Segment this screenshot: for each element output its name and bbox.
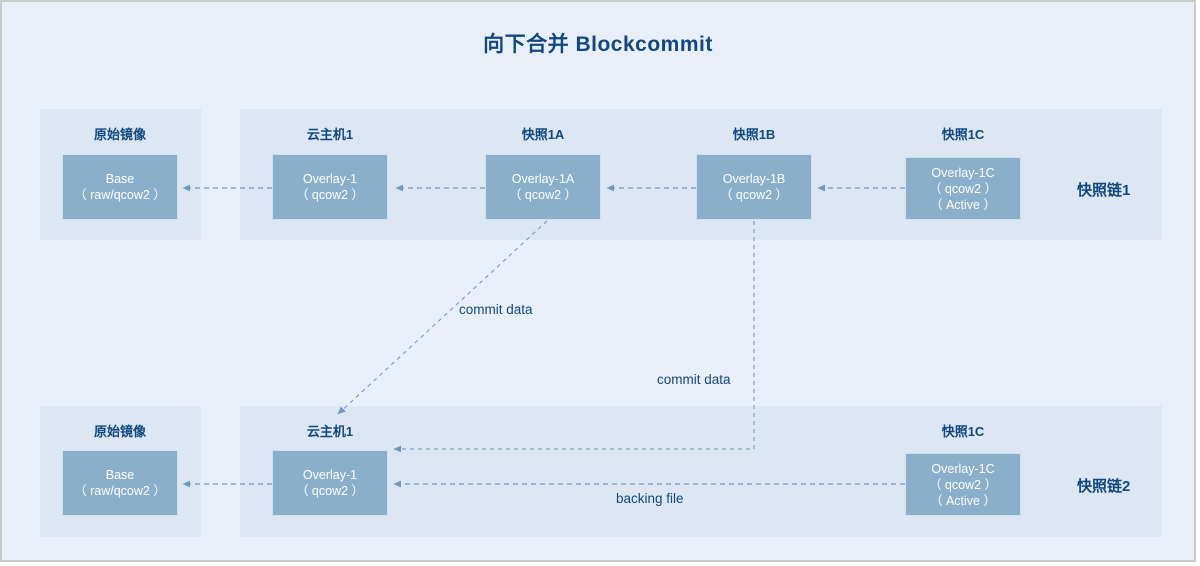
- node-chain1-overlay-1b: Overlay-1B （ qcow2 ）: [696, 154, 812, 220]
- node-line: （ Active ）: [930, 493, 996, 508]
- node-line: （ qcow2 ）: [295, 484, 365, 498]
- page-title: 向下合并 Blockcommit: [483, 33, 713, 56]
- caption-chain2-vm1: 云主机1: [306, 424, 354, 439]
- node-line: （ qcow2 ）: [295, 188, 365, 202]
- chain-label-2: 快照链2: [1077, 478, 1131, 495]
- caption-chain2-original-image: 原始镜像: [93, 424, 146, 439]
- edge-label-backing-file: backing file: [616, 491, 684, 506]
- chain-label-1: 快照链1: [1077, 182, 1131, 199]
- node-line: Overlay-1: [302, 172, 358, 186]
- caption-chain1-vm1: 云主机1: [306, 127, 354, 142]
- node-line: （ raw/qcow2 ）: [74, 188, 166, 202]
- node-line: Base: [105, 172, 135, 186]
- node-line: Base: [105, 468, 135, 482]
- caption-chain1-snapshot-1b: 快照1B: [732, 127, 776, 142]
- node-chain1-overlay-1c: Overlay-1C （ qcow2 ） （ Active ）: [905, 157, 1021, 220]
- node-chain1-overlay-1: Overlay-1 （ qcow2 ）: [272, 154, 388, 220]
- node-line: Overlay-1A: [511, 172, 575, 186]
- node-line: （ qcow2 ）: [719, 188, 789, 202]
- node-line: Overlay-1: [302, 468, 358, 482]
- node-line: Overlay-1B: [722, 172, 786, 186]
- edge-label-commit-data-b: commit data: [657, 372, 731, 387]
- node-line: Overlay-1C: [931, 165, 995, 180]
- node-chain2-overlay-1c: Overlay-1C （ qcow2 ） （ Active ）: [905, 453, 1021, 516]
- node-line: （ qcow2 ）: [508, 188, 578, 202]
- node-chain2-overlay-1: Overlay-1 （ qcow2 ）: [272, 450, 388, 516]
- node-chain2-base: Base （ raw/qcow2 ）: [62, 450, 178, 516]
- node-line: （ Active ）: [930, 197, 996, 212]
- node-line: （ qcow2 ）: [928, 181, 998, 196]
- node-chain1-overlay-1a: Overlay-1A （ qcow2 ）: [485, 154, 601, 220]
- caption-chain1-snapshot-1c: 快照1C: [941, 127, 985, 142]
- edge-label-commit-data-a: commit data: [459, 302, 533, 317]
- caption-chain1-snapshot-1a: 快照1A: [521, 127, 565, 142]
- caption-chain1-original-image: 原始镜像: [93, 127, 146, 142]
- node-line: （ qcow2 ）: [928, 477, 998, 492]
- node-line: Overlay-1C: [931, 461, 995, 476]
- node-line: （ raw/qcow2 ）: [74, 484, 166, 498]
- node-chain1-base: Base （ raw/qcow2 ）: [62, 154, 178, 220]
- caption-chain2-snapshot-1c: 快照1C: [941, 424, 985, 439]
